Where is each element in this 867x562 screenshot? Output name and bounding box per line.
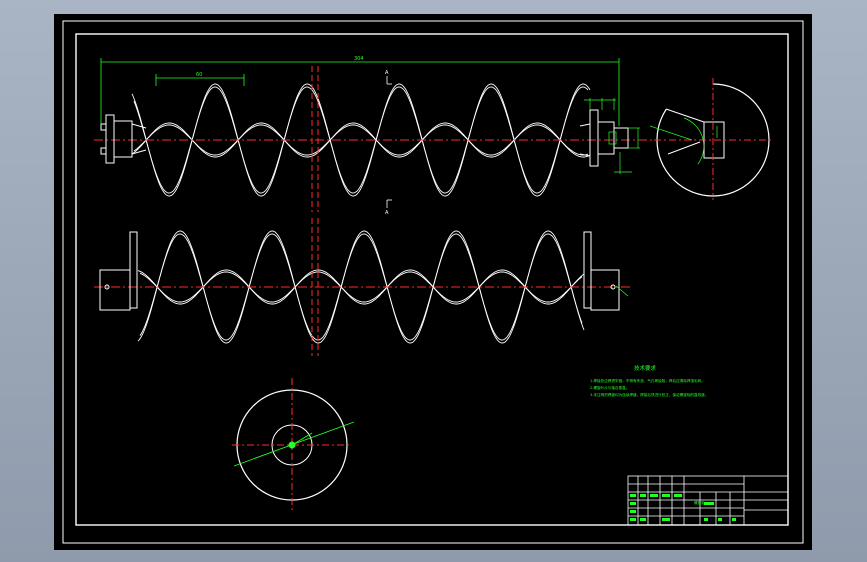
dim-pitch-text: 60 — [196, 72, 202, 78]
tech-req-line-1: 1.焊接处应焊透牢固，不得有夹渣、气孔等缺陷，焊后应清除焊渣毛刺。 — [590, 378, 705, 383]
section-mark-bottom: A — [385, 210, 389, 216]
cad-viewport[interactable]: 304 60 — [54, 14, 812, 550]
title-block — [627, 475, 789, 526]
title-block-part-name: 螺旋轴 — [694, 500, 705, 505]
tech-requirements: 技术要求 1.焊接处应焊透牢固，不得有夹渣、气孔等缺陷，焊后应清除焊渣毛刺。 2… — [590, 364, 708, 397]
dim-pitch — [155, 74, 245, 86]
mid-helix-inner-b — [139, 271, 583, 303]
mid-screw-view — [94, 218, 632, 356]
mid-helix-curves — [137, 230, 585, 344]
section-mark-top: A — [385, 70, 389, 76]
section-marks — [386, 76, 392, 208]
right-end-dims — [584, 98, 640, 174]
title-block-cells — [630, 494, 736, 521]
dim-overall-length — [100, 58, 620, 126]
dim-overall-length-text: 304 — [354, 56, 364, 62]
inner-frame — [75, 33, 789, 526]
left-flange — [100, 114, 147, 164]
disc-section-view — [232, 378, 355, 512]
right-flange — [579, 109, 629, 167]
drawing-canvas: 304 60 — [62, 20, 804, 544]
mid-helix-inner-a — [137, 269, 585, 305]
mid-left-end — [99, 231, 138, 311]
mid-right-end — [583, 231, 620, 311]
top-helix-curves — [131, 83, 591, 197]
tech-req-line-2: 2.螺旋叶片与轴应垂直。 — [590, 385, 629, 390]
top-helix-inner-b — [133, 124, 589, 156]
tech-req-line-3: 3.未注明的焊缝均为连续焊缝，焊接后须进行校正，保证螺旋轴的直线度。 — [590, 392, 708, 397]
end-section-view — [649, 78, 774, 200]
mid-helix-outer-b — [139, 233, 583, 341]
top-helix-outer-b — [133, 86, 589, 194]
top-screw-view: 304 60 — [94, 56, 656, 216]
outer-frame — [62, 20, 804, 544]
tech-req-title: 技术要求 — [634, 364, 657, 372]
